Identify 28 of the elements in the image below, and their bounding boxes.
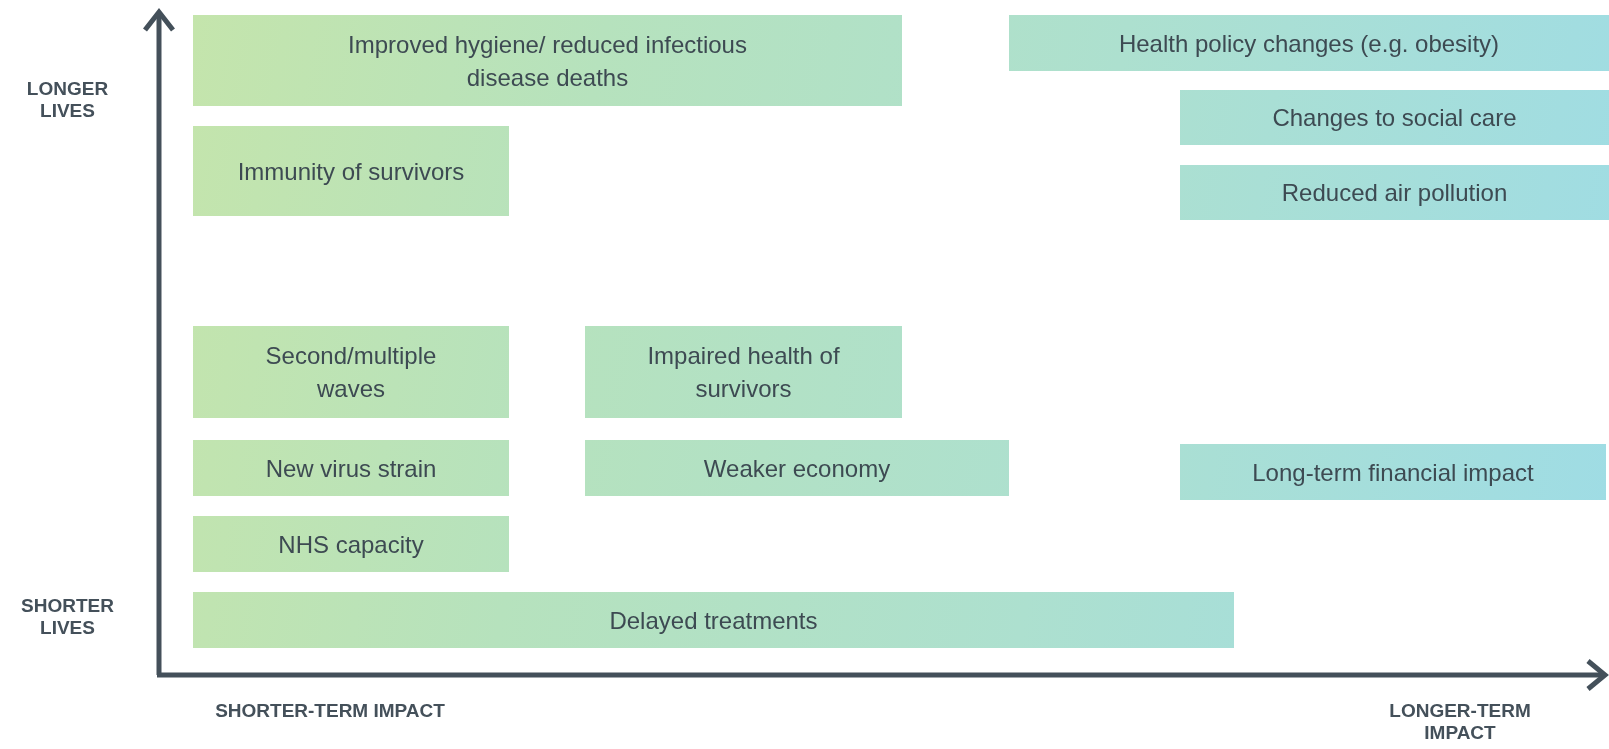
- axis-label: LONGER-TERM IMPACT: [1388, 700, 1532, 744]
- factor-text: Changes to social care: [1271, 103, 1518, 133]
- factor-text: Health policy changes (e.g. obesity): [1117, 28, 1501, 59]
- factor-box: [585, 326, 902, 418]
- axis-label: SHORTER LIVES: [20, 595, 115, 639]
- factor-box: [1180, 90, 1609, 145]
- factor-text: New virus strain: [264, 453, 438, 484]
- axis-label: SHORTER-TERM IMPACT: [215, 700, 445, 722]
- factor-box: [193, 592, 1234, 648]
- factor-text: NHS capacity: [277, 529, 425, 560]
- factor-text: Reduced air pollution: [1280, 178, 1509, 208]
- factor-text: Second/multiple waves: [264, 341, 438, 404]
- factor-box: [1180, 165, 1609, 220]
- factor-box: [1009, 15, 1609, 71]
- factor-box: [193, 440, 509, 496]
- factor-text: Immunity of survivors: [236, 156, 466, 187]
- factor-box: [1180, 444, 1606, 500]
- axis-label: LONGER LIVES: [25, 78, 110, 122]
- factor-text: Long-term financial impact: [1251, 457, 1535, 488]
- factor-box: [193, 516, 509, 572]
- factor-box: [193, 126, 509, 216]
- factor-text: Weaker economy: [702, 453, 892, 484]
- factor-box: [193, 15, 902, 106]
- factor-text: Improved hygiene/ reduced infectious disease deaths: [347, 29, 748, 93]
- factor-text: Impaired health of survivors: [646, 341, 841, 404]
- factor-box: [193, 326, 509, 418]
- factor-box: [585, 440, 1009, 496]
- factor-text: Delayed treatments: [608, 605, 819, 636]
